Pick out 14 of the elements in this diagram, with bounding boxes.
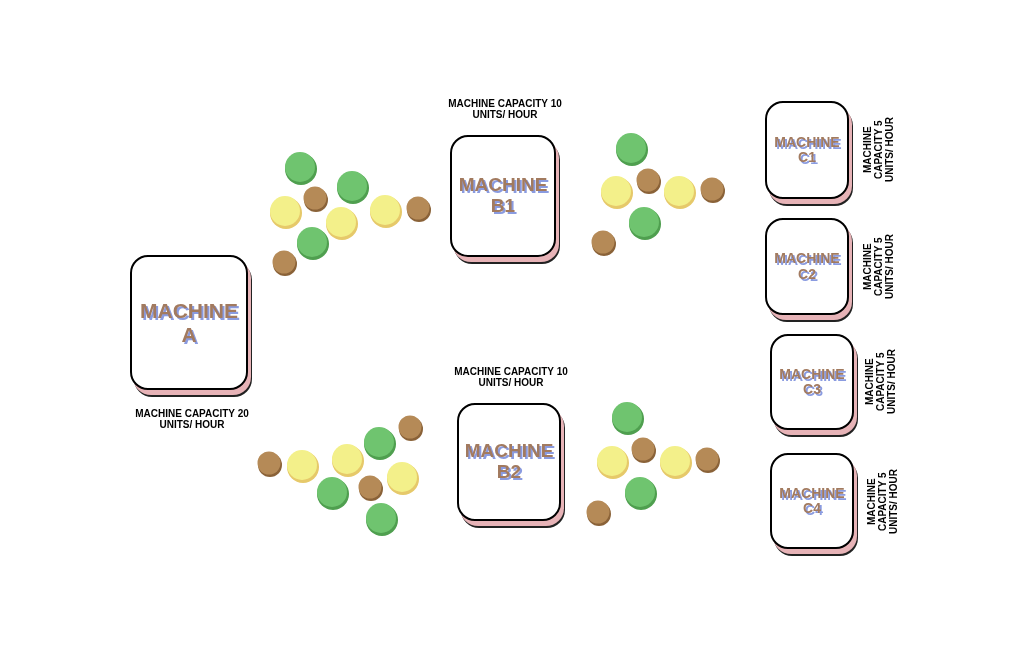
machine-label: MACHINE B2 bbox=[463, 441, 555, 483]
capacity-note: MACHINE CAPACITY 10 UNITS/ HOUR bbox=[453, 366, 569, 388]
machine-label: MACHINE C1 bbox=[773, 134, 841, 166]
machine-label: MACHINE C4 bbox=[778, 485, 846, 517]
machine-label: MACHINE C2 bbox=[773, 251, 841, 282]
capacity-note: MACHINE CAPACITY 10 UNITS/ HOUR bbox=[447, 98, 563, 120]
capacity-note: MACHINE CAPACITY 20 UNITS/ HOUR bbox=[134, 408, 250, 430]
capacity-note: MACHINE CAPACITY 5 UNITS/ HOUR bbox=[862, 233, 895, 302]
machine-label: MACHINE A bbox=[139, 299, 239, 346]
machine-label: MACHINE C3 bbox=[778, 366, 846, 398]
capacity-note: MACHINE CAPACITY 5 UNITS/ HOUR bbox=[866, 468, 899, 537]
capacity-note: MACHINE CAPACITY 5 UNITS/ HOUR bbox=[864, 348, 897, 417]
machine-label: MACHINE B1 bbox=[457, 175, 549, 217]
capacity-note: MACHINE CAPACITY 5 UNITS/ HOUR bbox=[862, 116, 895, 185]
